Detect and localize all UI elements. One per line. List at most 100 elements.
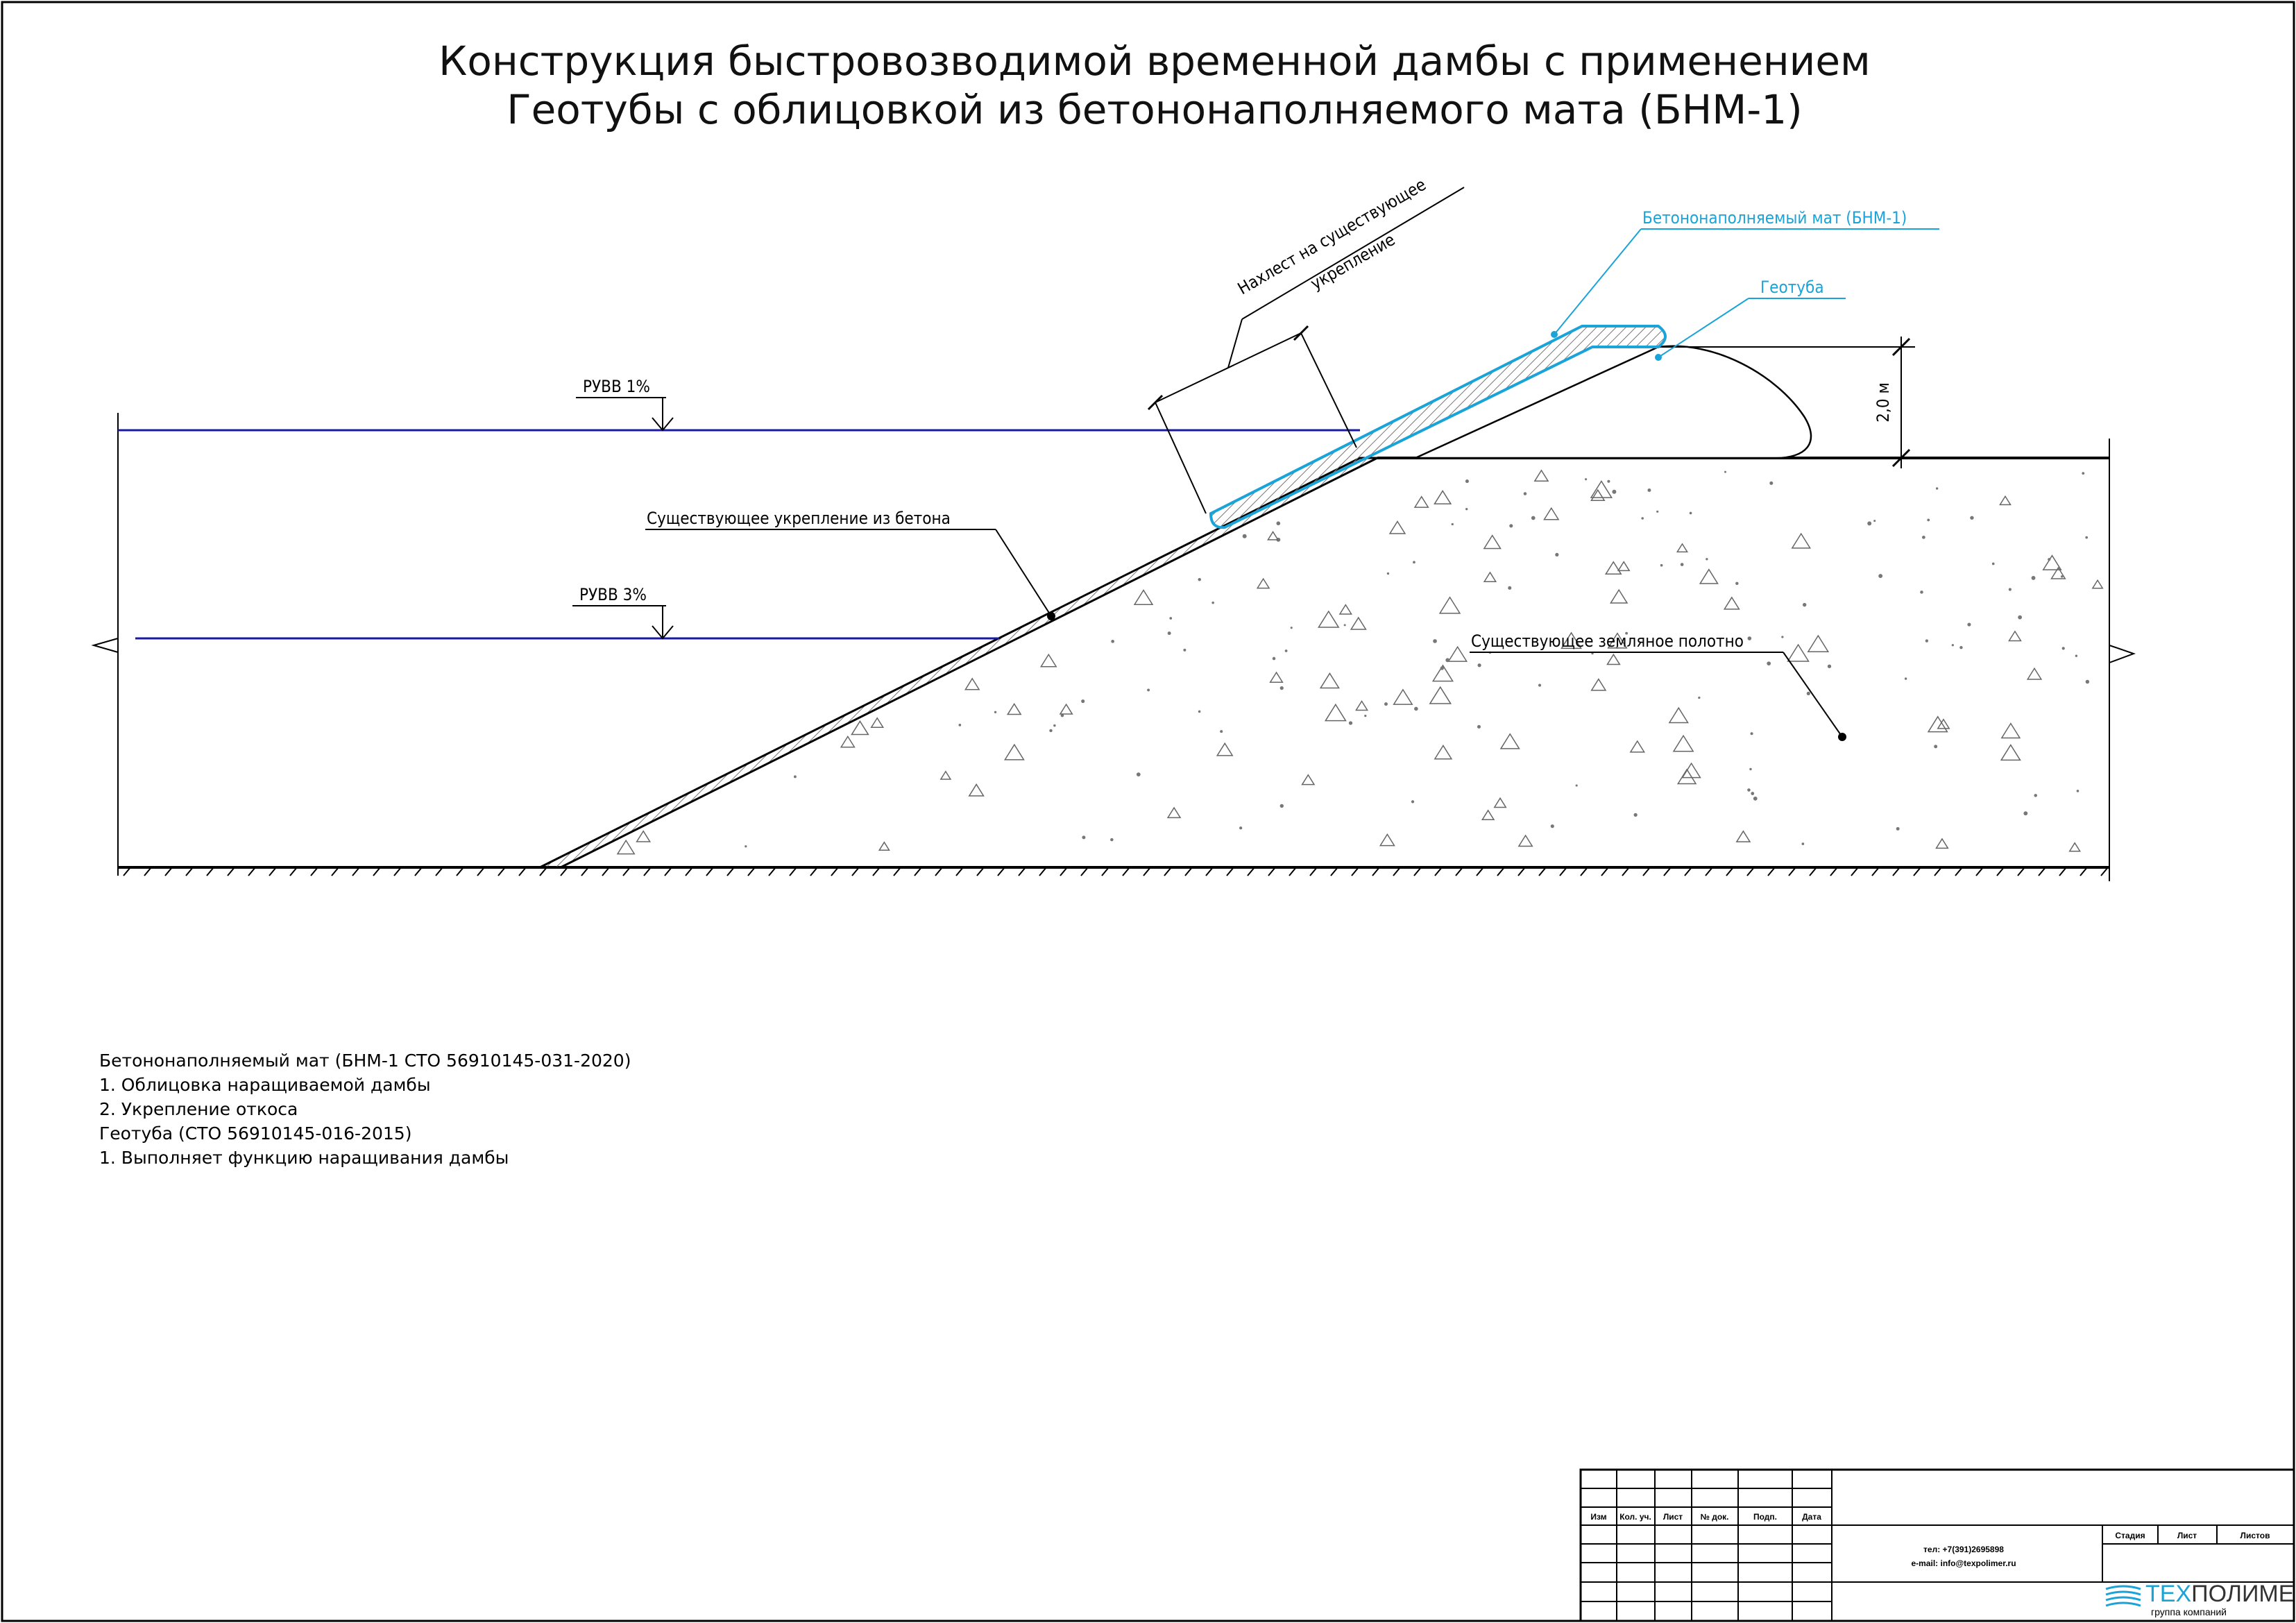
soil-triangle (1269, 671, 1284, 683)
soil-dot (1508, 586, 1512, 590)
soil-dot (1111, 640, 1114, 643)
soil-triangle (964, 677, 980, 690)
soil-triangle (1431, 664, 1454, 682)
soil-dot (1276, 521, 1281, 526)
ground-hatch-stroke (1871, 867, 1880, 876)
soil-triangle (1723, 596, 1740, 610)
ground-hatching (123, 867, 2109, 876)
soil-triangle (1590, 488, 1606, 501)
soil-dot (1198, 577, 1201, 581)
soil-triangle (1668, 706, 1689, 724)
soil-dot (1242, 534, 1247, 538)
ground-hatch-stroke (1517, 867, 1526, 876)
soil-dot (1873, 520, 1876, 522)
existing-concrete-label: Существующее укрепление из бетона (647, 509, 951, 528)
soil-triangle (2042, 554, 2062, 570)
tb-header-list: Лист (1663, 1512, 1683, 1522)
ground-hatch-stroke (1497, 867, 1505, 876)
ground-hatch-stroke (831, 867, 839, 876)
soil-dot (1951, 644, 1954, 647)
soil-dot (2085, 536, 2089, 539)
soil-dot (1801, 842, 1805, 845)
existing-concrete-leader: Существующее укрепление из бетона (645, 509, 1055, 620)
ground-hatch-stroke (123, 867, 131, 876)
soil-dot (1967, 622, 1971, 627)
ground-hatch-stroke (1809, 867, 1817, 876)
soil-triangle (1324, 703, 1347, 722)
soil-dot (1920, 590, 1923, 594)
soil-dot (1147, 688, 1150, 692)
soil-dot (2076, 790, 2080, 792)
soil-triangle (1319, 672, 1340, 689)
soil-dot (1724, 470, 1727, 473)
soil-dot (745, 845, 747, 848)
ground-hatch-stroke (1184, 867, 1193, 876)
soil-dot (958, 724, 962, 726)
ground-hatch-stroke (248, 867, 256, 876)
tb-header-izm: Изм (1590, 1512, 1606, 1522)
ground-hatch-stroke (144, 867, 152, 876)
break-mark-right (2109, 645, 2136, 663)
soil-triangle (851, 720, 869, 736)
ground-hatch-stroke (1351, 867, 1359, 876)
logo-polymer: ПОЛИМЕР (2191, 1581, 2296, 1607)
ground-hatch-stroke (414, 867, 423, 876)
soil-dot (1284, 649, 1288, 652)
ground-hatch-stroke (622, 867, 631, 876)
ground-hatch-stroke (1226, 867, 1234, 876)
drawing-title-line1: Конструкция быстровозводимой временной д… (439, 37, 1871, 85)
soil-dot (1386, 572, 1390, 575)
existing-concrete-revetment (539, 457, 1378, 869)
ground-hatch-stroke (2059, 867, 2067, 876)
soil-dot (1053, 724, 1056, 727)
soil-dot (2008, 588, 2012, 591)
break-mark-left (91, 638, 119, 653)
ground-hatch-stroke (664, 867, 672, 876)
ruvv3-marker: РУВВ 3% (572, 585, 674, 640)
soil-triangle (1438, 596, 1461, 614)
ground-hatch-stroke (1788, 867, 1796, 876)
soil-triangle (1379, 833, 1395, 847)
ground-hatch-stroke (893, 867, 901, 876)
soil-dot (1750, 732, 1753, 736)
tb-header-data: Дата (1802, 1512, 1821, 1522)
ground-hatch-stroke (1060, 867, 1068, 876)
soil-dot (1991, 562, 1995, 566)
ground-hatch-stroke (1767, 867, 1776, 876)
soil-triangle (968, 783, 985, 797)
soil-dot (1925, 639, 1929, 643)
soil-dot (1698, 696, 1701, 699)
ground-hatch-stroke (1975, 867, 1984, 876)
soil-dot (2085, 679, 2090, 684)
soil-triangle (2000, 722, 2021, 739)
soil-triangle (1434, 745, 1453, 760)
tb-header-kol: Кол. уч. (1619, 1512, 1651, 1522)
soil-dot (1896, 826, 1900, 831)
soil-dot (1689, 511, 1692, 515)
soil-triangle (1937, 718, 1950, 729)
soil-triangle (1481, 809, 1495, 820)
soil-dot (1413, 561, 1415, 564)
ground-hatch-stroke (1955, 867, 1963, 876)
soil-dot (2048, 558, 2051, 561)
note-geotube-item1: 1. Выполняет функцию наращивания дамбы (99, 1148, 509, 1168)
soil-triangle (1499, 733, 1520, 749)
soil-dot (2060, 575, 2064, 578)
ground-hatch-stroke (1393, 867, 1401, 876)
note-geotube-header: Геотуба (СТО 56910145-016-2015) (99, 1123, 411, 1144)
soil-triangle (1429, 686, 1452, 704)
soil-dot (1211, 601, 1214, 604)
ground-hatch-stroke (518, 867, 527, 876)
ground-hatch-stroke (1705, 867, 1713, 876)
soil-dot (1290, 627, 1293, 629)
ground-hatch-stroke (1164, 867, 1172, 876)
ground-hatch-stroke (935, 867, 943, 876)
ground-hatch-stroke (1622, 867, 1630, 876)
soil-dot (793, 775, 797, 779)
soil-triangle (939, 770, 952, 780)
soil-triangle (1483, 571, 1497, 582)
soil-dot (1060, 713, 1064, 717)
soil-triangle (1999, 495, 2012, 506)
soil-triangle (840, 735, 856, 748)
ground-hatch-stroke (685, 867, 693, 876)
